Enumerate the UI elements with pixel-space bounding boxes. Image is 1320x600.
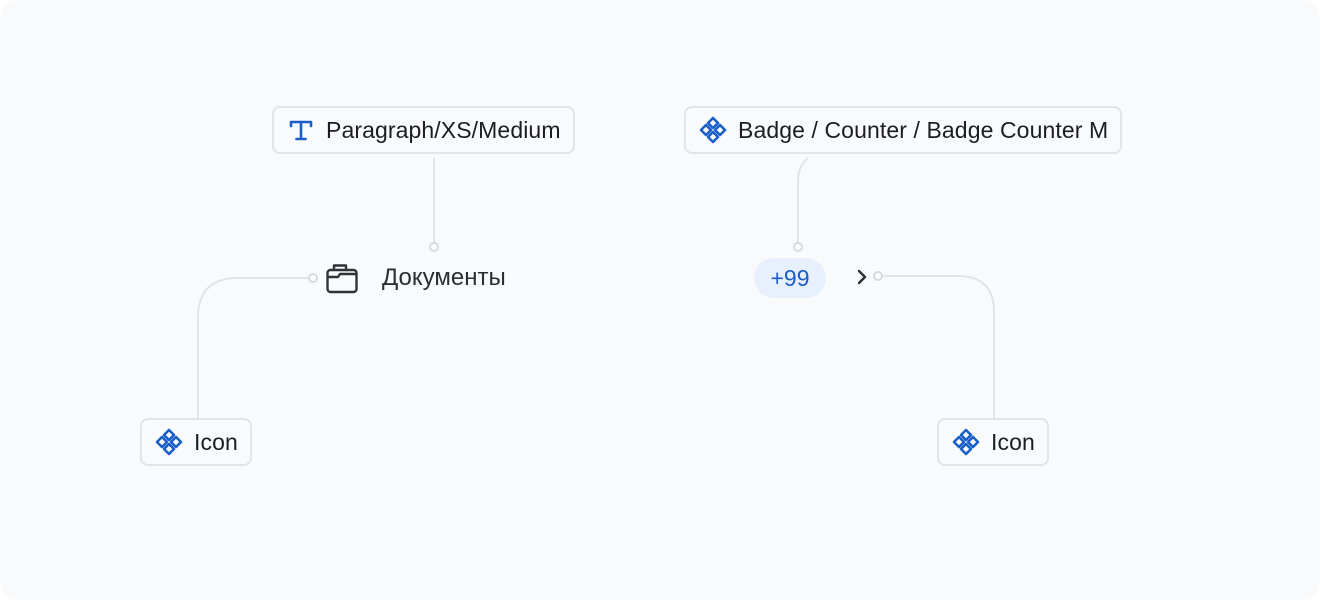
text-type-icon [286,115,316,145]
connector-icon-left [197,277,308,420]
component-icon [698,115,728,145]
component-icon [951,427,981,457]
tag-icon-left[interactable]: Icon [140,418,252,466]
tag-label: Icon [991,428,1035,455]
tag-label: Icon [194,428,238,455]
anchor-dot-folder-left [308,273,318,283]
counter-badge: +99 [754,258,826,298]
tag-label: Paragraph/XS/Medium [326,116,561,143]
tag-label: Badge / Counter / Badge Counter M [738,116,1109,143]
connector-badge [797,157,809,242]
documents-menu-item[interactable]: Документы [324,260,506,296]
tag-icon-right[interactable]: Icon [937,418,1049,466]
anchor-dot-documents-top [429,242,439,252]
documents-label: Документы [382,264,506,291]
component-icon [154,427,184,457]
chevron-right-icon[interactable] [854,268,870,291]
folder-icon [324,260,360,296]
connector-icon-right [882,275,995,420]
anchor-dot-chevron-right [873,271,883,281]
anchor-dot-badge-top [793,242,803,252]
tag-paragraph-xs-medium[interactable]: Paragraph/XS/Medium [272,106,575,154]
tag-badge-counter[interactable]: Badge / Counter / Badge Counter M [684,106,1123,154]
